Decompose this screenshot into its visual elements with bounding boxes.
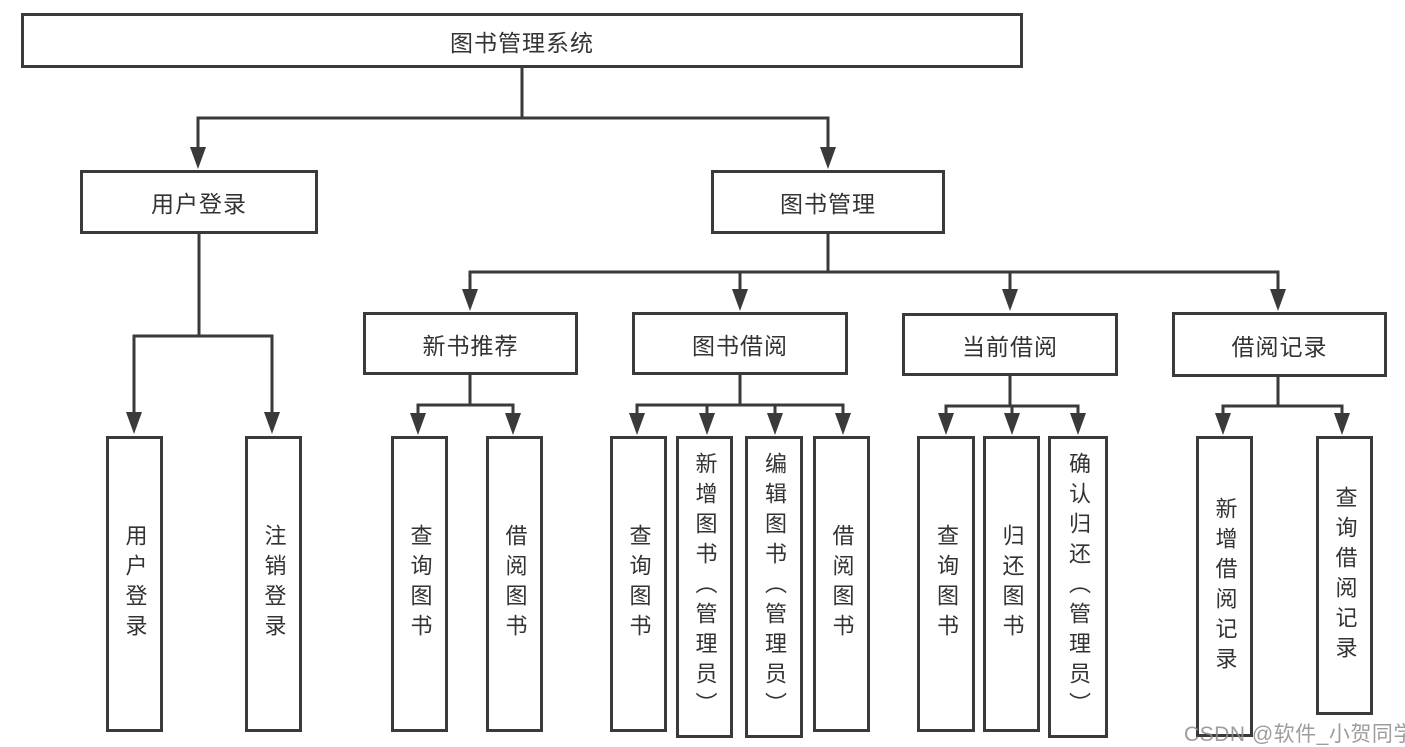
node-new-book-recommend: 新书推荐 bbox=[363, 312, 578, 375]
leaf-logout: 注销登录 bbox=[245, 436, 302, 732]
leaf-borrow-borrow-book: 借阅图书 bbox=[813, 436, 870, 732]
node-root-system: 图书管理系统 bbox=[21, 13, 1023, 68]
node-borrow-record: 借阅记录 bbox=[1172, 312, 1387, 377]
leaf-current-return-book: 归还图书 bbox=[983, 436, 1040, 732]
leaf-borrow-edit-book-admin: 编辑图书（管理员） bbox=[745, 436, 803, 738]
leaf-current-query-book: 查询图书 bbox=[917, 436, 975, 732]
leaf-borrow-add-book-admin: 新增图书（管理员） bbox=[676, 436, 733, 738]
csdn-watermark: CSDN @软件_小贺同学 bbox=[1184, 723, 1405, 746]
leaf-current-confirm-return-admin: 确认归还（管理员） bbox=[1048, 436, 1108, 738]
arrowheads bbox=[126, 147, 1350, 435]
leaf-recommend-query-book: 查询图书 bbox=[391, 436, 448, 732]
leaf-record-query-borrow-record: 查询借阅记录 bbox=[1316, 436, 1373, 715]
leaf-borrow-query-book: 查询图书 bbox=[610, 436, 667, 732]
node-book-borrow: 图书借阅 bbox=[632, 312, 848, 375]
node-book-management: 图书管理 bbox=[711, 170, 945, 234]
leaf-user-login: 用户登录 bbox=[106, 436, 163, 732]
node-user-login: 用户登录 bbox=[80, 170, 318, 234]
node-current-borrow: 当前借阅 bbox=[902, 313, 1118, 376]
leaf-recommend-borrow-book: 借阅图书 bbox=[486, 436, 543, 732]
leaf-record-add-borrow-record: 新增借阅记录 bbox=[1196, 436, 1253, 737]
